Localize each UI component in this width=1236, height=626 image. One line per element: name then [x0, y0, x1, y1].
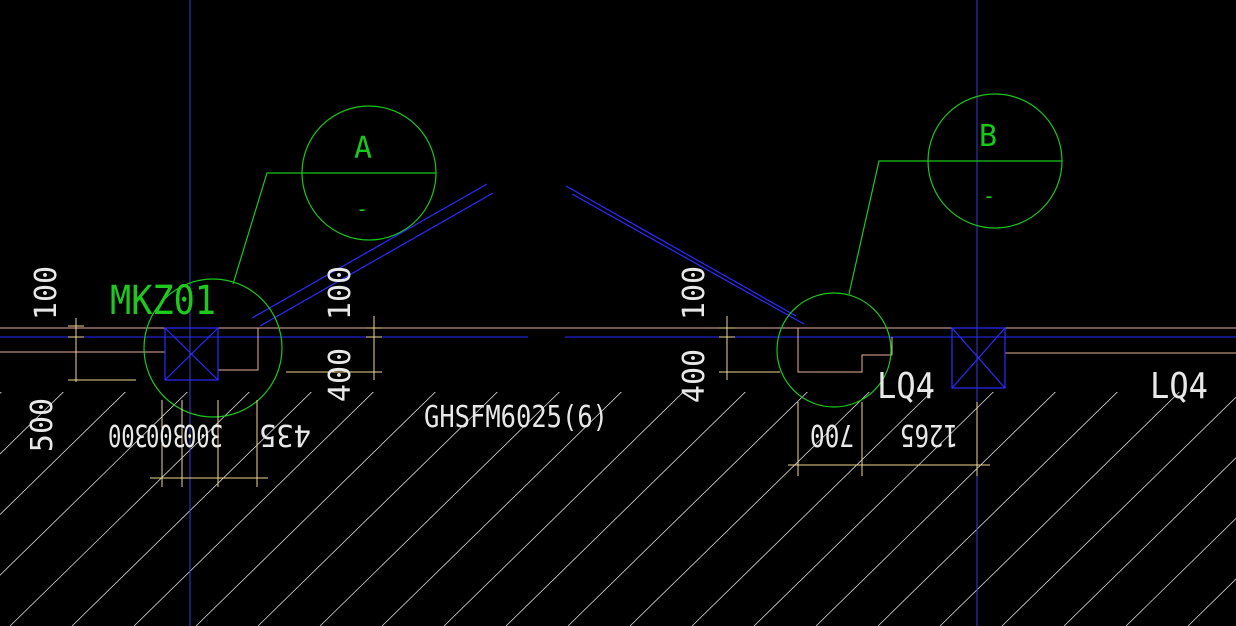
hatch-line: [0, 392, 188, 576]
door-swing-lines: [251, 183, 805, 327]
hatch-line: [257, 392, 498, 626]
dim-mid-right-100: 100: [677, 266, 712, 320]
wall-outline: [0, 327, 1236, 373]
hatch-line: [0, 392, 64, 455]
column-left: [164, 327, 219, 381]
hatch-line: [753, 392, 994, 626]
dim-right-700: 700: [810, 417, 854, 452]
dim-left-500: 500: [25, 398, 60, 452]
hatch-line: [71, 392, 312, 626]
callout-b-label: B: [979, 119, 997, 154]
hatch-line: [9, 392, 250, 626]
hatch-pattern: [0, 392, 1236, 626]
wall-tag-mid: LQ4: [877, 366, 935, 407]
dim-mid-right-400: 400: [677, 349, 712, 403]
dim-mid-left-400: 400: [323, 348, 358, 402]
hatch-line: [443, 392, 684, 626]
hatch-line: [877, 392, 1118, 626]
dim-right-1265: 1265: [900, 417, 958, 452]
detail-callout-b[interactable]: B -: [776, 93, 1063, 408]
hatch-line: [691, 392, 932, 626]
hatch-line: [939, 392, 1180, 626]
hatch-line: [1187, 578, 1236, 626]
hatch-line: [1063, 457, 1236, 626]
dimension-lines: [68, 316, 990, 487]
dim-left-300-a: 300: [108, 417, 148, 452]
column-right: [951, 327, 1006, 389]
hatch-line: [0, 392, 126, 516]
hatch-line: [1125, 517, 1236, 626]
hatch-line: [629, 392, 870, 626]
hatch-line: [319, 392, 560, 626]
dim-left-300-b: 300: [146, 417, 186, 452]
hatch-line: [1001, 396, 1236, 626]
hatch-line: [381, 392, 622, 626]
column-tag: MKZ01: [110, 278, 216, 324]
hatch-line: [567, 392, 808, 626]
dim-left-435: 435: [259, 417, 311, 452]
hatch-line: [133, 392, 374, 626]
detail-callout-a[interactable]: A -: [143, 105, 437, 418]
hatch-line: [815, 392, 1056, 626]
callout-a-sub: -: [356, 197, 368, 221]
dim-left-300-c: 300: [183, 417, 223, 452]
dim-mid-left-100: 100: [323, 266, 358, 320]
callout-b-sub: -: [983, 184, 995, 208]
wall-tag-right: LQ4: [1150, 366, 1208, 407]
dim-left-top-100: 100: [29, 266, 64, 320]
callout-a-label: A: [354, 131, 372, 166]
hatch-line: [195, 392, 436, 626]
hatch-line: [505, 392, 746, 626]
door-tag: GHSFM6025(6): [424, 400, 608, 435]
